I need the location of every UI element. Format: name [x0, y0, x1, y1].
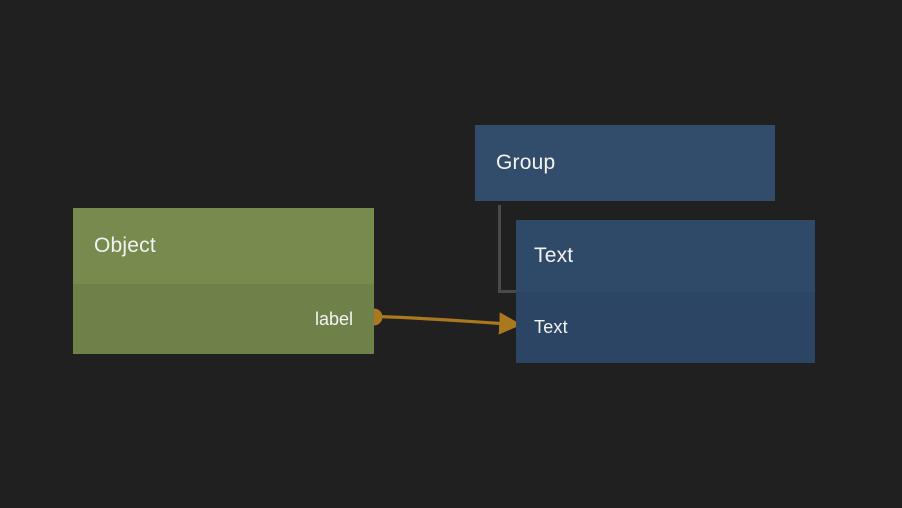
node-object-body[interactable]: label: [73, 284, 374, 354]
node-object-title: Object: [94, 234, 156, 257]
node-group-title: Group: [496, 151, 556, 174]
node-object-header[interactable]: Object: [73, 208, 374, 284]
node-text-body[interactable]: Text: [516, 292, 815, 363]
node-text-header[interactable]: Text: [516, 220, 815, 292]
node-text-body-label: Text: [534, 317, 568, 337]
node-text[interactable]: Text Text: [516, 220, 815, 363]
node-text-title: Text: [534, 244, 574, 267]
node-object-port-label: label: [314, 308, 353, 329]
node-group[interactable]: Group: [475, 125, 775, 201]
node-group-header[interactable]: Group: [475, 125, 775, 201]
containment-bracket-icon: [498, 205, 517, 293]
data-edge-line[interactable]: [377, 312, 522, 335]
node-object[interactable]: Object label: [73, 208, 374, 354]
